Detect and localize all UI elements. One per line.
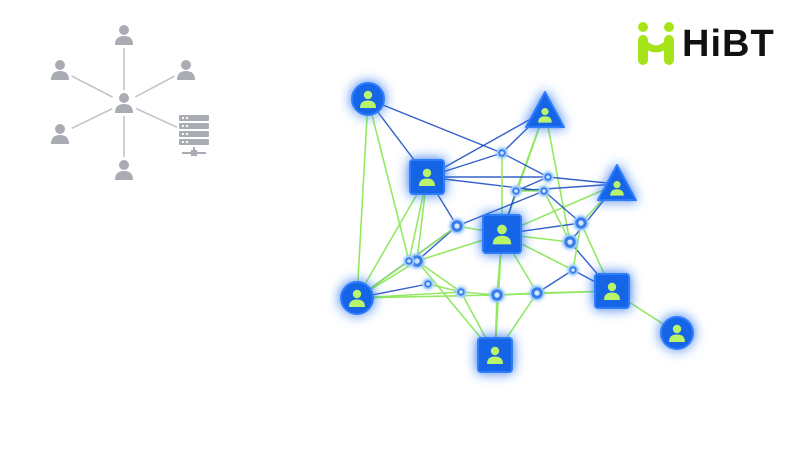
green-link bbox=[543, 190, 571, 243]
person-icon bbox=[111, 90, 137, 116]
decentralized-network-relays bbox=[403, 147, 589, 303]
relay-node bbox=[403, 255, 415, 267]
green-link bbox=[356, 294, 498, 299]
blue-link bbox=[456, 190, 545, 227]
person-icon bbox=[111, 157, 137, 183]
relay-node bbox=[567, 264, 579, 276]
green-link bbox=[356, 98, 369, 299]
peer-node bbox=[594, 273, 630, 309]
centralized-network bbox=[47, 22, 211, 183]
person-icon bbox=[173, 57, 199, 83]
person-icon bbox=[47, 121, 73, 147]
peer-node bbox=[409, 159, 445, 195]
blue-link bbox=[515, 176, 549, 192]
blue-link bbox=[547, 176, 618, 185]
blue-link bbox=[367, 98, 503, 154]
relay-node bbox=[573, 215, 589, 231]
blue-link bbox=[501, 152, 549, 178]
green-link bbox=[356, 176, 428, 299]
relay-node bbox=[510, 185, 522, 197]
decentralized-network bbox=[340, 82, 694, 373]
blue-link bbox=[515, 183, 618, 192]
peer-node bbox=[597, 164, 637, 202]
relay-node bbox=[529, 285, 545, 301]
peer-node bbox=[482, 214, 522, 254]
blue-link bbox=[426, 176, 545, 192]
person-icon bbox=[47, 57, 73, 83]
peer-node bbox=[525, 91, 565, 129]
peer-node bbox=[351, 82, 385, 116]
blue-link bbox=[543, 190, 582, 224]
hibt-logo-mark-icon bbox=[638, 22, 674, 65]
relay-node bbox=[455, 286, 467, 298]
peer-node bbox=[340, 281, 374, 315]
server-icon bbox=[177, 113, 211, 156]
green-link bbox=[367, 98, 410, 262]
peer-node bbox=[660, 316, 694, 350]
green-link bbox=[427, 283, 462, 293]
brand-name: HiBT bbox=[682, 23, 775, 65]
relay-node bbox=[496, 147, 508, 159]
green-link bbox=[572, 222, 582, 271]
relay-node bbox=[538, 185, 550, 197]
relay-node bbox=[542, 171, 554, 183]
relay-node bbox=[449, 218, 465, 234]
peer-node bbox=[477, 337, 513, 373]
relay-node bbox=[489, 287, 505, 303]
green-link bbox=[544, 110, 571, 243]
relay-node bbox=[422, 278, 434, 290]
brand-logo: HiBT bbox=[636, 18, 786, 70]
relay-node bbox=[562, 234, 578, 250]
person-icon bbox=[111, 22, 137, 48]
green-link bbox=[416, 260, 462, 293]
blue-link bbox=[426, 110, 546, 178]
